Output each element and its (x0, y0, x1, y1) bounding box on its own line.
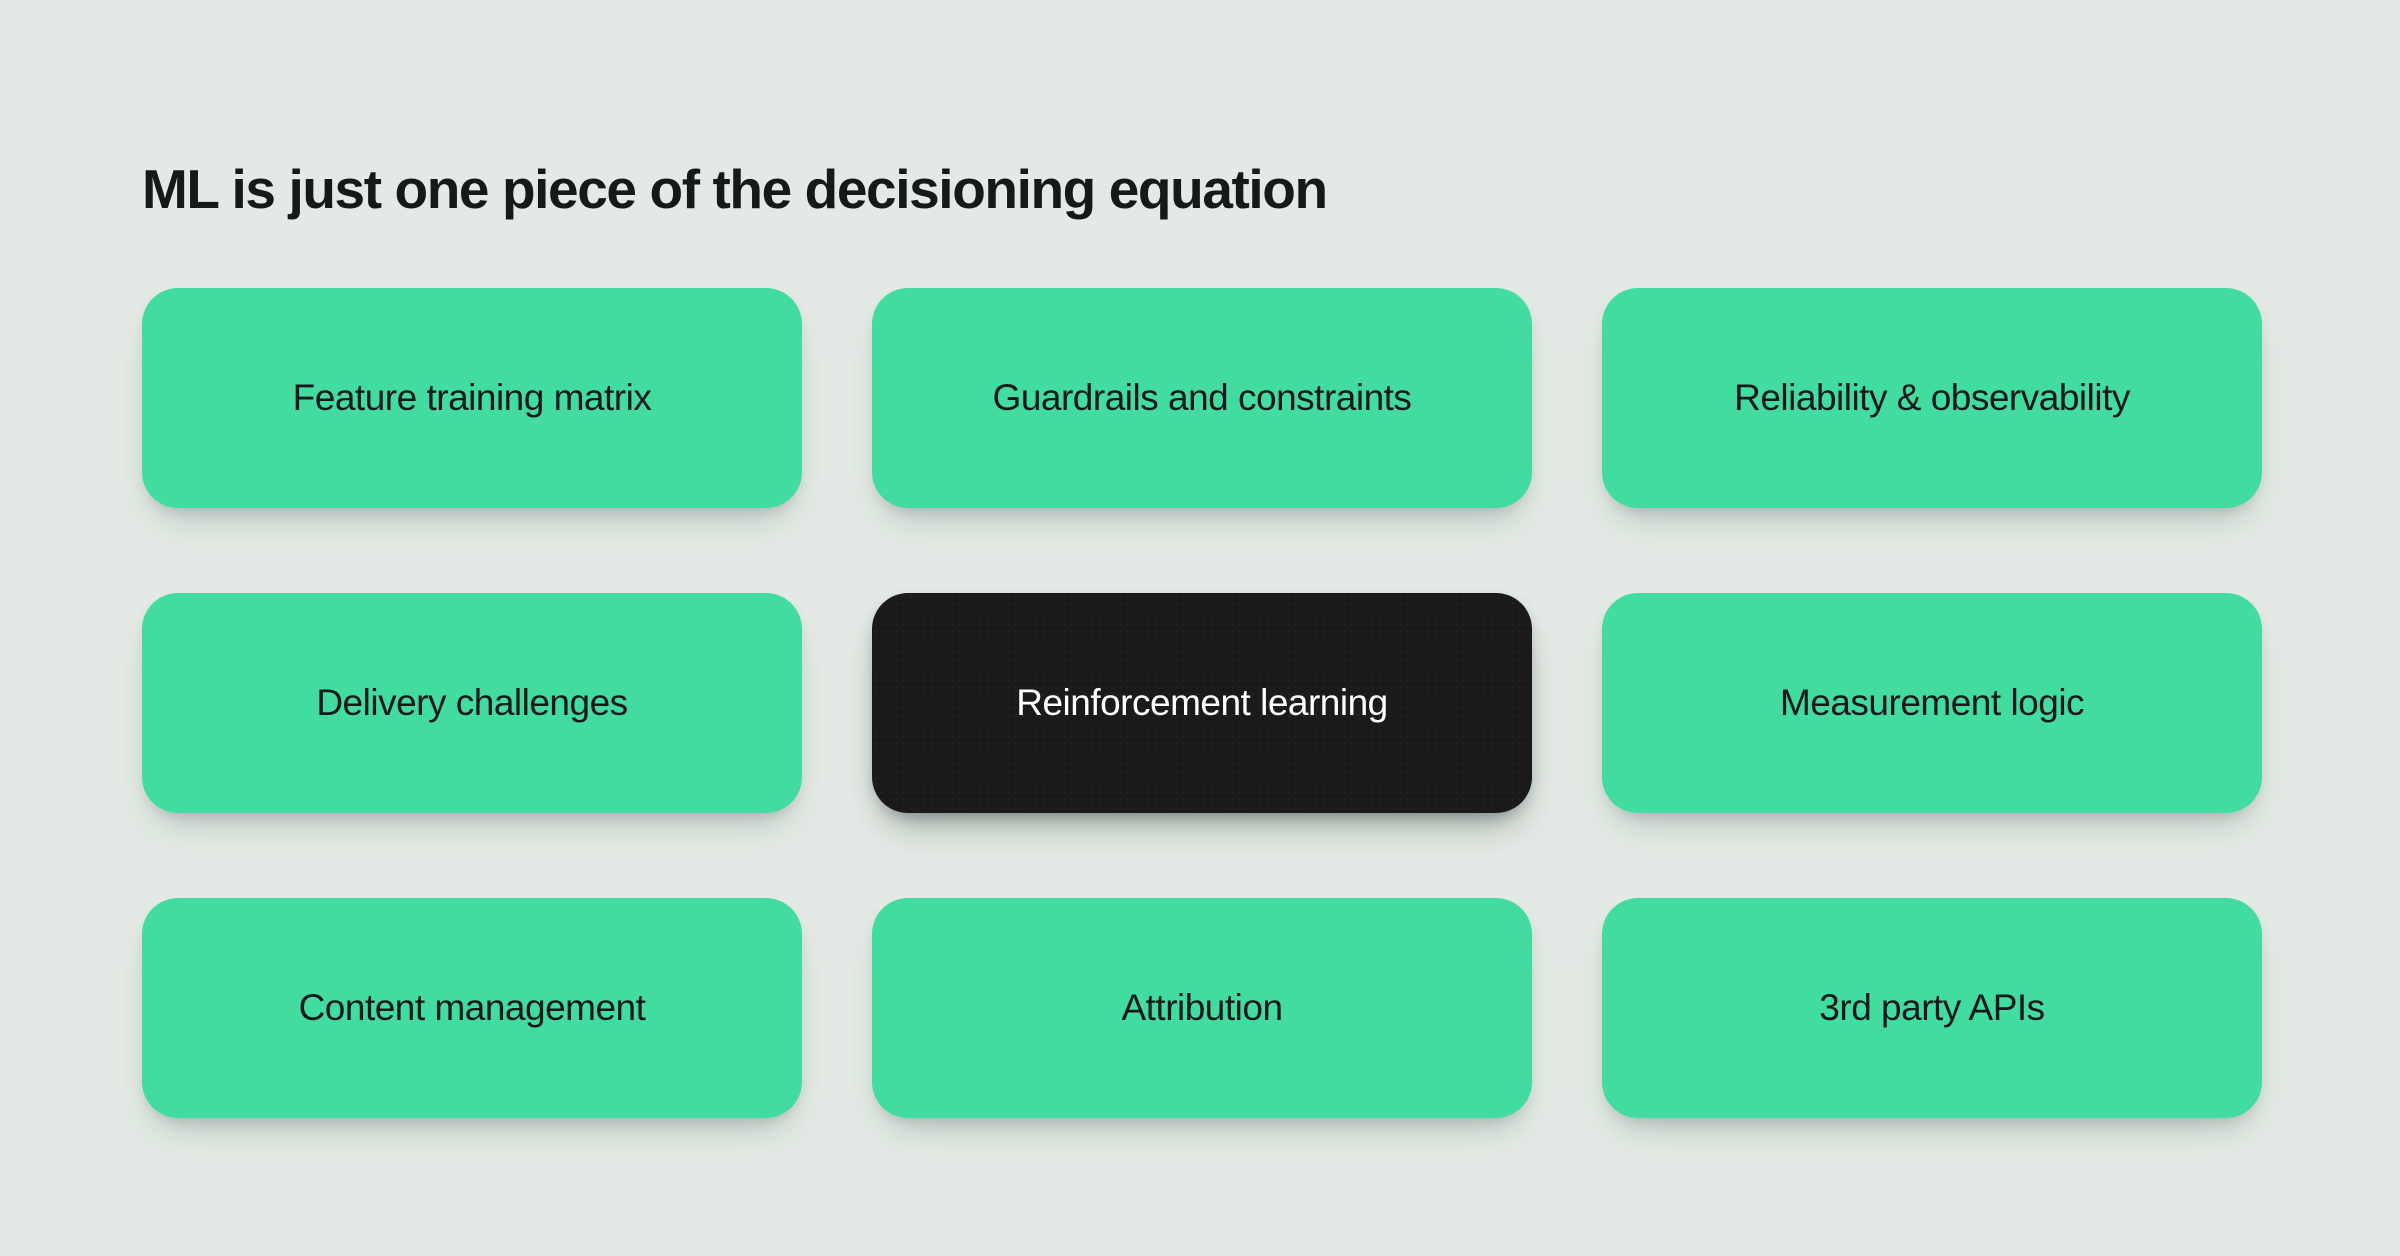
card-reliability-observability[interactable]: Reliability & observability (1602, 288, 2262, 508)
card-label: 3rd party APIs (1819, 986, 2045, 1028)
card-label: Delivery challenges (316, 681, 628, 723)
card-guardrails-and-constraints[interactable]: Guardrails and constraints (872, 288, 1532, 508)
card-feature-training-matrix[interactable]: Feature training matrix (142, 288, 802, 508)
card-delivery-challenges[interactable]: Delivery challenges (142, 593, 802, 813)
card-label: Measurement logic (1779, 681, 2085, 723)
card-content-management[interactable]: Content management (142, 898, 802, 1118)
card-label: Content management (298, 986, 646, 1028)
card-label: Guardrails and constraints (992, 376, 1412, 418)
card-reinforcement-learning[interactable]: Reinforcement learning (872, 593, 1532, 813)
card-label: Reinforcement learning (1016, 681, 1388, 723)
card-3rd-party-apis[interactable]: 3rd party APIs (1602, 898, 2262, 1118)
card-label: Attribution (1121, 986, 1283, 1028)
page-title: ML is just one piece of the decisioning … (142, 157, 1328, 220)
card-label: Reliability & observability (1734, 376, 2130, 418)
card-grid: Feature training matrix Guardrails and c… (142, 288, 2262, 1118)
card-label: Feature training matrix (292, 376, 652, 418)
card-measurement-logic[interactable]: Measurement logic (1602, 593, 2262, 813)
card-attribution[interactable]: Attribution (872, 898, 1532, 1118)
